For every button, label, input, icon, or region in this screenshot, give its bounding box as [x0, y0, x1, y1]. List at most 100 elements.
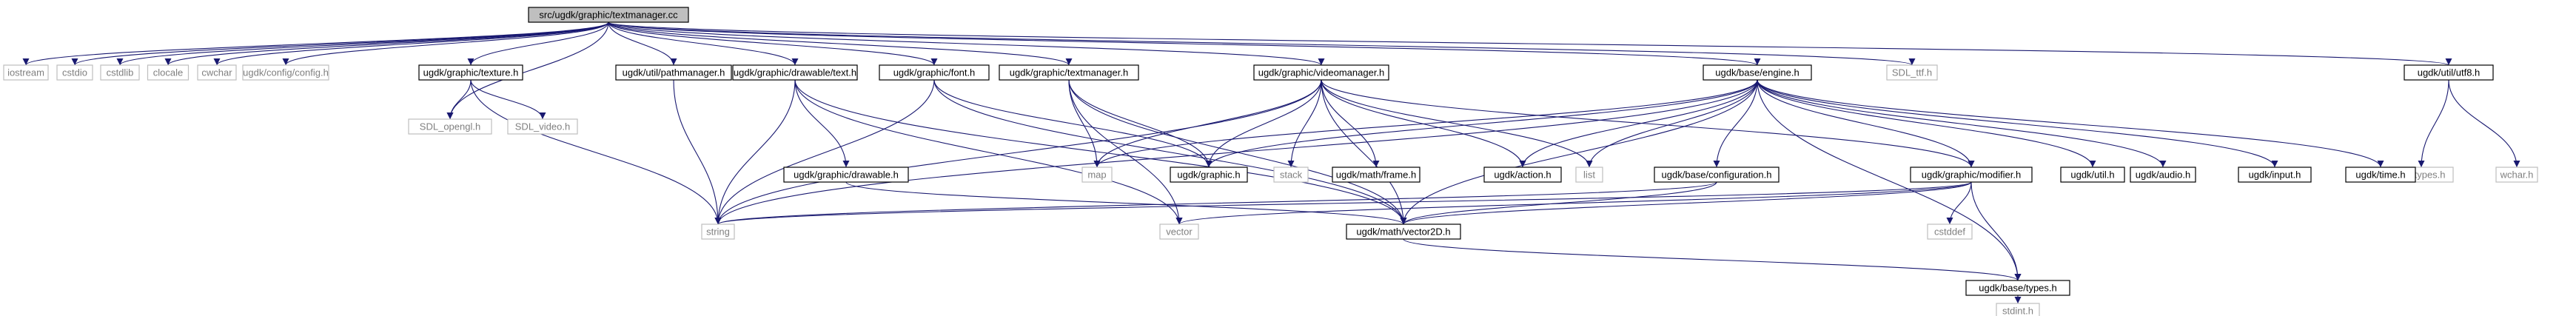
edge-root-to-videomgr — [608, 21, 1325, 66]
node-label: ugdk/math/frame.h — [1336, 169, 1416, 181]
node-box — [1253, 64, 1389, 81]
edge-line — [1287, 79, 1322, 168]
edge-videomgr-to-frame — [1321, 79, 1380, 168]
edge-root-to-cstdlib — [116, 21, 609, 66]
node-ugdk-graphic-h[interactable]: ugdk/graphic.h — [1170, 167, 1248, 183]
edge-text-to-drawable — [794, 79, 850, 168]
node-box — [1483, 167, 1562, 183]
node-label: SDL_ttf.h — [1892, 67, 1932, 78]
node-src-ugdk-graphic-textmanager-cc[interactable]: src/ugdk/graphic/textmanager.cc — [528, 7, 689, 23]
node-box — [2130, 167, 2196, 183]
node-ugdk-graphic-modifier-h[interactable]: ugdk/graphic/modifier.h — [1910, 167, 2033, 183]
edge-line — [1205, 79, 1322, 168]
node-ugdk-math-frame-h[interactable]: ugdk/math/frame.h — [1332, 167, 1421, 183]
node-label: ugdk/base/engine.h — [1715, 67, 1799, 78]
edge-vector2d-to-types — [1403, 238, 2022, 281]
node-box — [528, 7, 689, 23]
node-ugdk-math-vector2d-h[interactable]: ugdk/math/vector2D.h — [1346, 223, 1461, 240]
node-ugdk-audio-h[interactable]: ugdk/audio.h — [2130, 167, 2196, 183]
edge-videomgr-to-string — [714, 79, 1322, 225]
node-ugdk-graphic-drawable-text-h[interactable]: ugdk/graphic/drawable/text.h — [732, 64, 858, 81]
edge-texture-to-sdlvideo — [470, 79, 546, 120]
edge-line — [1321, 79, 1380, 168]
node-label: ugdk/action.h — [1494, 169, 1551, 181]
node-label: cstddef — [1934, 226, 1965, 238]
node-ugdk-graphic-textmanager-h[interactable]: ugdk/graphic/textmanager.h — [999, 64, 1139, 81]
node-label: ugdk/graphic/font.h — [893, 67, 976, 78]
node-box — [1996, 303, 2040, 316]
node-box — [1654, 167, 1780, 183]
edge-line — [933, 79, 1407, 225]
edge-root-to-engine — [608, 21, 1760, 66]
edge-line — [608, 21, 1760, 66]
node-box — [1703, 64, 1812, 81]
node-label: ugdk/time.h — [2355, 169, 2405, 181]
edge-line — [164, 21, 609, 66]
node-box — [1886, 64, 1938, 81]
node-ugdk-graphic-drawable-h[interactable]: ugdk/graphic/drawable.h — [783, 167, 909, 183]
edge-text-to-vector2d — [794, 79, 1407, 225]
node-box — [1575, 167, 1603, 183]
node-cstdio: cstdio — [56, 64, 93, 81]
edge-videomgr-to-graphic — [1205, 79, 1322, 168]
edge-line — [446, 79, 472, 120]
edge-engine-to-input — [1757, 79, 2278, 168]
node-ugdk-graphic-texture-h[interactable]: ugdk/graphic/texture.h — [418, 64, 523, 81]
node-box — [783, 167, 909, 183]
node-box — [197, 64, 237, 81]
node-wchar-h: wchar.h — [2495, 167, 2538, 183]
node-label: ugdk/graphic.h — [1177, 169, 1240, 181]
edge-line — [714, 79, 935, 225]
edge-line — [1757, 79, 2167, 168]
node-map: map — [1081, 167, 1113, 183]
edge-root-to-cstdio — [71, 21, 609, 66]
edge-textmgr-to-vector — [1068, 79, 1183, 225]
node-label: ugdk/graphic/drawable.h — [794, 169, 899, 181]
node-label: map — [1087, 169, 1106, 181]
edge-font-to-vector2d — [933, 79, 1407, 225]
edge-engine-to-time — [1757, 79, 2384, 168]
edge-utf8-to-systypes — [2418, 79, 2449, 168]
node-ugdk-util-utf8-h[interactable]: ugdk/util/utf8.h — [2404, 64, 2494, 81]
node-clocale: clocale — [147, 64, 189, 81]
edge-root-to-sdlopengl — [446, 21, 609, 120]
node-ugdk-base-engine-h[interactable]: ugdk/base/engine.h — [1703, 64, 1812, 81]
edge-modifier-to-cstddef — [1946, 181, 1972, 225]
node-ugdk-util-h[interactable]: ugdk/util.h — [2060, 167, 2125, 183]
edge-line — [282, 21, 609, 66]
node-vector: vector — [1159, 223, 1199, 240]
node-ugdk-graphic-videomanager-h[interactable]: ugdk/graphic/videomanager.h — [1253, 64, 1389, 81]
edge-root-to-cwchar — [213, 21, 609, 66]
node-ugdk-action-h[interactable]: ugdk/action.h — [1483, 167, 1562, 183]
node-box — [2495, 167, 2538, 183]
edge-line — [673, 79, 722, 225]
node-box — [732, 64, 858, 81]
edge-line — [1713, 79, 1758, 168]
node-box — [1965, 280, 2070, 296]
node-ugdk-base-types-h[interactable]: ugdk/base/types.h — [1965, 280, 2070, 296]
node-ugdk-time-h[interactable]: ugdk/time.h — [2345, 167, 2416, 183]
node-ugdk-base-configuration-h[interactable]: ugdk/base/configuration.h — [1654, 167, 1780, 183]
edge-modifier-to-vector — [1175, 181, 1972, 225]
node-box — [2404, 64, 2494, 81]
edge-line — [1093, 79, 1758, 168]
node-box — [100, 64, 140, 81]
node-label: ugdk/base/configuration.h — [1662, 169, 1772, 181]
edge-line — [608, 21, 1073, 66]
edge-line — [1757, 79, 1975, 168]
node-box — [999, 64, 1139, 81]
edge-engine-to-string — [714, 79, 1758, 225]
edge-engine-to-util — [1757, 79, 2096, 168]
node-ugdk-input-h[interactable]: ugdk/input.h — [2238, 167, 2312, 183]
node-label: stack — [1280, 169, 1303, 181]
edge-line — [2418, 79, 2449, 168]
edge-line — [467, 21, 609, 66]
node-ugdk-util-pathmanager-h[interactable]: ugdk/util/pathmanager.h — [615, 64, 732, 81]
edge-root-to-textmgr — [608, 21, 1073, 66]
edge-line — [116, 21, 609, 66]
node-label: cwchar — [201, 67, 232, 78]
edge-line — [714, 79, 796, 225]
edge-line — [714, 79, 1322, 225]
node-ugdk-graphic-font-h[interactable]: ugdk/graphic/font.h — [879, 64, 990, 81]
edge-videomgr-to-stack — [1287, 79, 1322, 168]
